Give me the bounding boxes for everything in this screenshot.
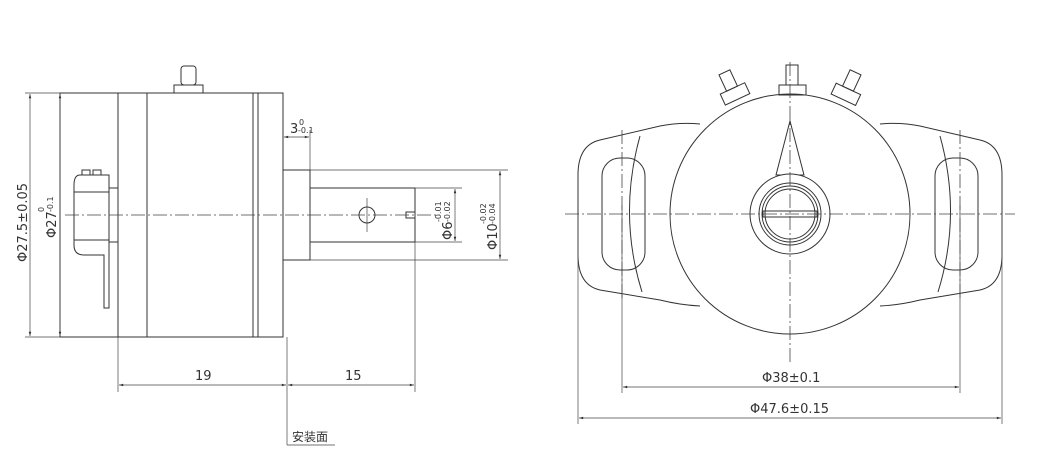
dim-body-length: 19 — [195, 369, 212, 384]
connector-terminal — [180, 65, 197, 86]
mounting-face-label: 安装面 — [292, 429, 328, 444]
dim-flange-tol-upper: 0 — [299, 118, 304, 127]
side-view: Φ27.5±0.05 Φ27 0 -0.1 3 0 -0.1 Φ6 -0.01 … — [16, 65, 508, 446]
front-view: Φ38±0.1 Φ47.6±0.15 — [565, 62, 1015, 424]
dim-hub-tol-upper: -0.02 — [479, 203, 488, 224]
dim-shaft-tol-lower: -0.02 — [443, 201, 452, 222]
terminal-left — [718, 69, 751, 106]
dim-hub-diameter: Φ10 — [486, 223, 501, 250]
dim-shaft-length: 15 — [345, 369, 362, 384]
dim-flange-tol-lower: -0.1 — [298, 126, 314, 135]
dim-hub-tol-lower: -0.04 — [488, 203, 497, 224]
dim-shaft-diameter: Φ6 — [441, 221, 456, 240]
dim-outer-diameter: Φ27.5±0.05 — [16, 183, 31, 262]
dim-shaft-tol-upper: -0.01 — [434, 201, 443, 222]
terminal-right — [830, 69, 862, 107]
dim-overall-width: Φ47.6±0.15 — [750, 402, 829, 417]
connector-base — [173, 84, 204, 94]
dim-body-tol-upper: 0 — [37, 207, 46, 212]
dim-body-tol-lower: -0.1 — [46, 196, 55, 212]
dim-mounting-spacing: Φ38±0.1 — [762, 371, 820, 386]
side-connector — [73, 174, 110, 309]
dim-flange-width: 3 — [290, 122, 298, 137]
dim-body-diameter: Φ27 — [45, 211, 60, 238]
terminal-center — [778, 84, 807, 96]
